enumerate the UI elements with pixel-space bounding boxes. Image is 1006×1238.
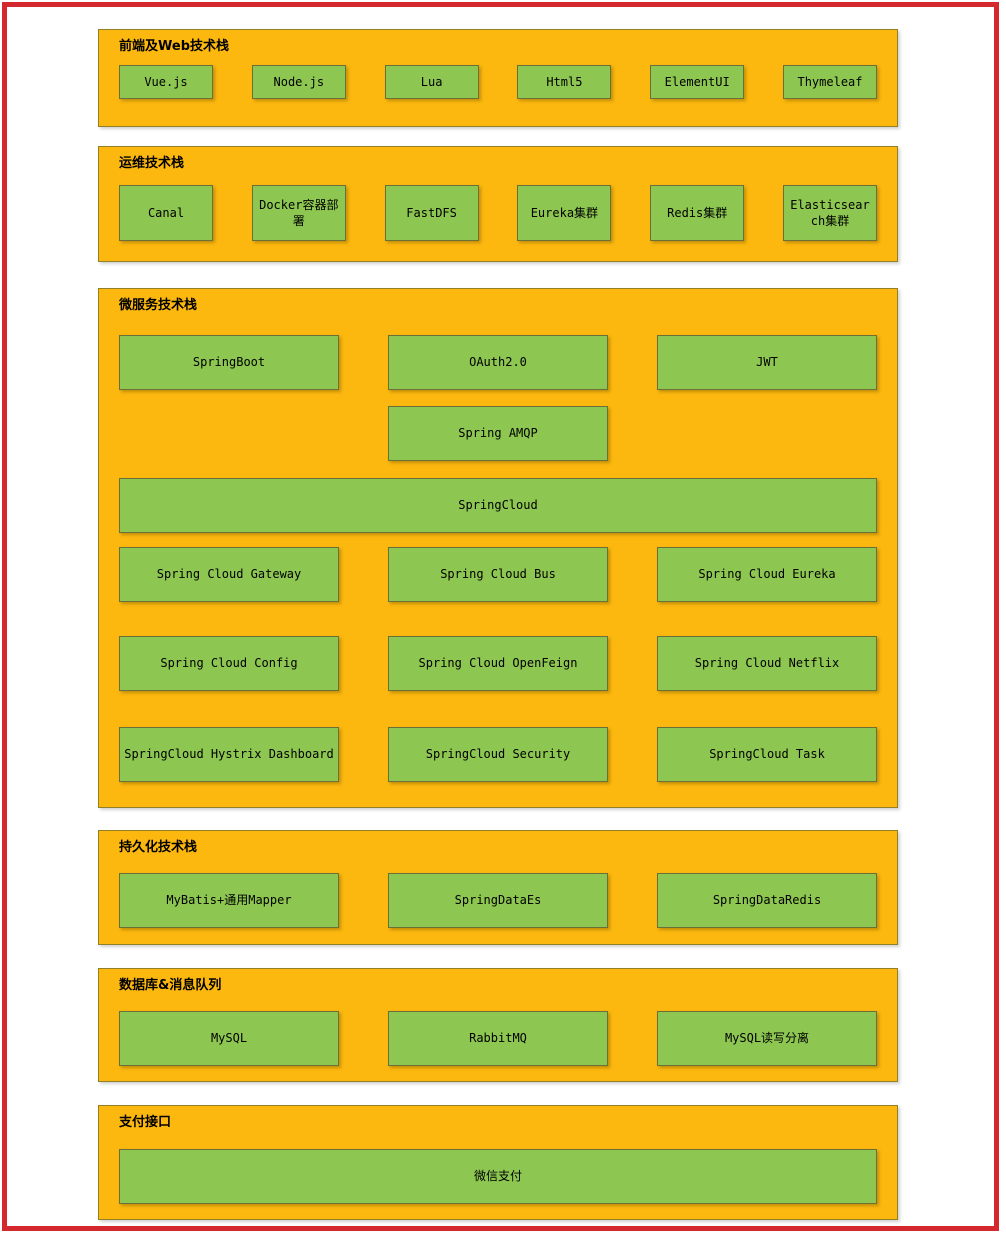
tech-box-springcloud-security: SpringCloud Security [388,727,608,782]
section-title-db-mq: 数据库&消息队列 [119,978,222,993]
frontend-row: Vue.js Node.js Lua Html5 ElementUI Thyme… [119,65,877,99]
tech-box-springcloud-hystrix-dashboard: SpringCloud Hystrix Dashboard [119,727,339,782]
microservice-row-3: SpringCloud [119,478,877,533]
ops-row: Canal Docker容器部署 FastDFS Eureka集群 Redis集… [119,185,877,241]
tech-box-spring-cloud-bus: Spring Cloud Bus [388,547,608,602]
tech-box-springcloud: SpringCloud [119,478,877,533]
section-frontend-web: 前端及Web技术栈 Vue.js Node.js Lua Html5 Eleme… [98,29,898,127]
section-title-persistence: 持久化技术栈 [119,840,198,855]
section-title-payment: 支付接口 [119,1115,172,1130]
tech-box-docker-deploy: Docker容器部署 [251,185,346,241]
tech-box-springcloud-task: SpringCloud Task [657,727,877,782]
tech-box-spring-cloud-eureka: Spring Cloud Eureka [657,547,877,602]
section-microservice: 微服务技术栈 SpringBoot OAuth2.0 JWT Spring AM… [98,288,898,808]
tech-box-jwt: JWT [657,335,877,390]
section-title-microservice: 微服务技术栈 [119,298,198,313]
section-title-frontend-web: 前端及Web技术栈 [119,39,229,54]
tech-box-mysql: MySQL [119,1011,339,1066]
tech-box-redis-cluster: Redis集群 [650,185,745,241]
section-payment: 支付接口 微信支付 [98,1105,898,1220]
tech-box-thymeleaf: Thymeleaf [782,65,877,99]
tech-box-html5: Html5 [517,65,612,99]
tech-box-springdata-es: SpringDataEs [388,873,608,928]
tech-box-vue-js: Vue.js [119,65,213,99]
tech-box-spring-cloud-openfeign: Spring Cloud OpenFeign [388,636,608,691]
section-persistence: 持久化技术栈 MyBatis+通用Mapper SpringDataEs Spr… [98,830,898,945]
section-db-mq: 数据库&消息队列 MySQL RabbitMQ MySQL读写分离 [98,968,898,1082]
tech-box-springboot: SpringBoot [119,335,339,390]
tech-box-oauth2: OAuth2.0 [388,335,608,390]
tech-box-mybatis-mapper: MyBatis+通用Mapper [119,873,339,928]
tech-box-wechat-pay: 微信支付 [119,1149,877,1204]
tech-box-spring-cloud-config: Spring Cloud Config [119,636,339,691]
payment-row: 微信支付 [119,1149,877,1204]
tech-box-mysql-rw-split: MySQL读写分离 [657,1011,877,1066]
section-title-ops: 运维技术栈 [119,156,185,171]
tech-box-canal: Canal [119,185,213,241]
microservice-row-5: Spring Cloud Config Spring Cloud OpenFei… [119,636,877,691]
tech-box-fastdfs: FastDFS [384,185,479,241]
tech-box-spring-cloud-gateway: Spring Cloud Gateway [119,547,339,602]
microservice-row-4: Spring Cloud Gateway Spring Cloud Bus Sp… [119,547,877,602]
microservice-row-1: SpringBoot OAuth2.0 JWT [119,335,877,390]
tech-box-elasticsearch-cluster: Elasticsearch集群 [782,185,877,241]
tech-box-rabbitmq: RabbitMQ [388,1011,608,1066]
microservice-row-6: SpringCloud Hystrix Dashboard SpringClou… [119,727,877,782]
tech-box-springdata-redis: SpringDataRedis [657,873,877,928]
diagram-content: 前端及Web技术栈 Vue.js Node.js Lua Html5 Eleme… [98,29,898,1220]
tech-box-eureka-cluster: Eureka集群 [517,185,612,241]
tech-box-elementui: ElementUI [650,65,745,99]
microservice-row-2: Spring AMQP [119,406,877,461]
tech-box-spring-amqp: Spring AMQP [388,406,608,461]
tech-box-lua: Lua [384,65,479,99]
tech-box-node-js: Node.js [251,65,346,99]
tech-box-spring-cloud-netflix: Spring Cloud Netflix [657,636,877,691]
db-mq-row: MySQL RabbitMQ MySQL读写分离 [119,1011,877,1066]
persistence-row: MyBatis+通用Mapper SpringDataEs SpringData… [119,873,877,928]
section-ops: 运维技术栈 Canal Docker容器部署 FastDFS Eureka集群 … [98,146,898,262]
